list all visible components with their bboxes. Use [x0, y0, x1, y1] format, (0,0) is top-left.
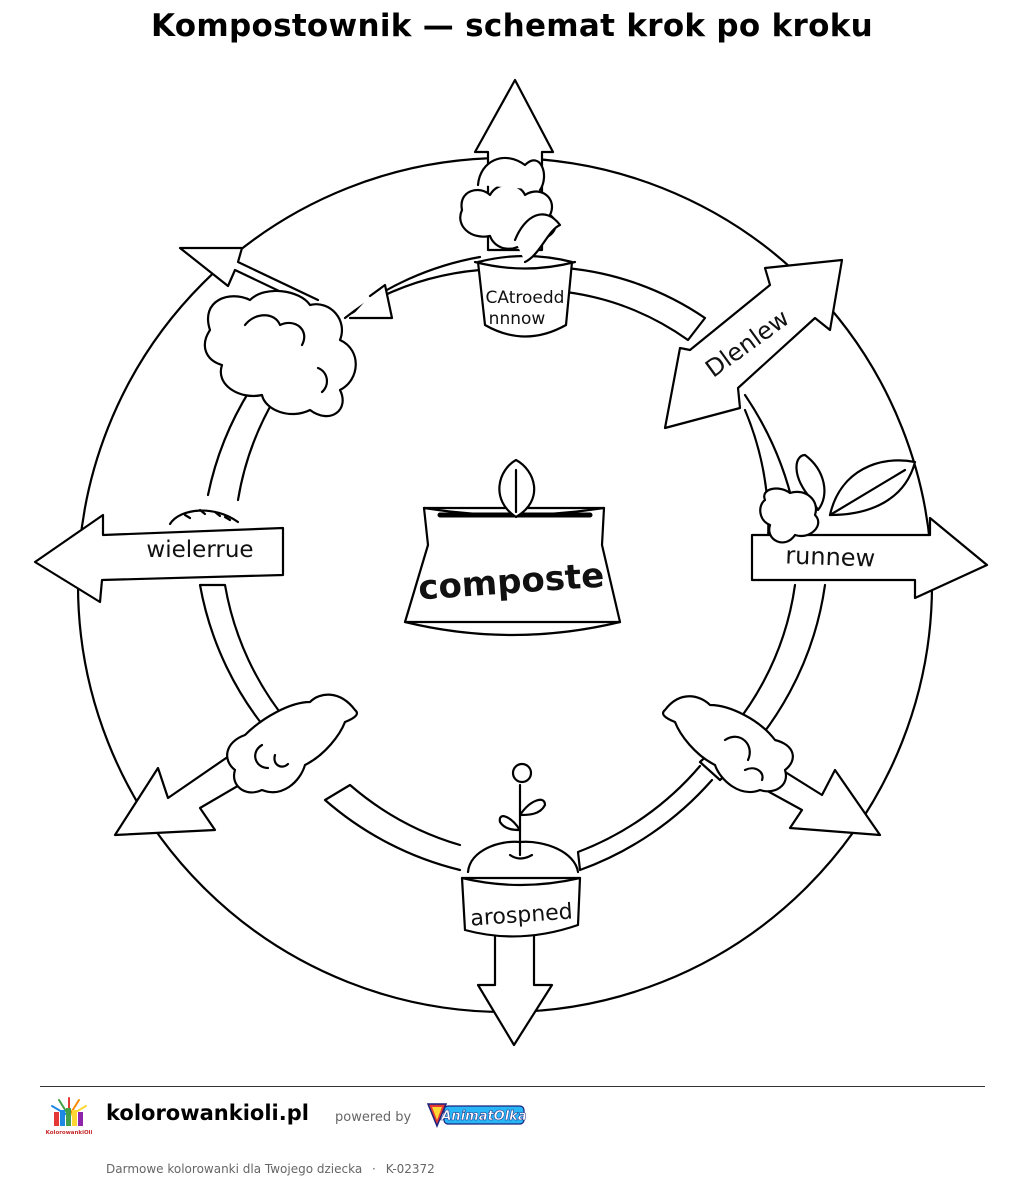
- step-pot-top: [459, 156, 577, 338]
- inner-ring-band: [198, 255, 827, 872]
- page-code: K-02372: [385, 1162, 435, 1176]
- arrow-left: [33, 513, 285, 604]
- arrow-upper-right: [663, 258, 844, 430]
- step-pot-bottom: [460, 762, 582, 938]
- step-soil-left: [168, 508, 240, 526]
- step-hand-lower-left: [226, 693, 359, 794]
- tagline-separator: ·: [372, 1162, 376, 1176]
- label-step-5: wielerrue: [146, 537, 253, 563]
- arrow-down: [476, 928, 554, 1047]
- label-step-1-line1: CAtroedd: [486, 288, 565, 308]
- animatolka-logo-icon[interactable]: AnimatOlka: [424, 1098, 526, 1132]
- site-name[interactable]: kolorowankioli.pl: [106, 1101, 309, 1125]
- flower-icon: [511, 762, 533, 784]
- arrow-upper-left: [178, 246, 320, 302]
- kolorowankioli-logo-icon[interactable]: KolorowankiOli: [46, 1094, 92, 1138]
- svg-text:AnimatOlka: AnimatOlka: [440, 1109, 526, 1124]
- tagline-text: Darmowe kolorowanki dla Twojego dziecka: [106, 1162, 363, 1176]
- step-hand-lower-right: [661, 695, 794, 793]
- footer-tagline: Darmowe kolorowanki dla Twojego dziecka …: [106, 1162, 435, 1176]
- page-title: Kompostownik — schemat krok po kroku: [151, 8, 873, 44]
- step-leaves-right: [759, 453, 917, 544]
- compost-bin-center: [403, 458, 622, 637]
- leaf-icon: [518, 798, 547, 817]
- step-cloud-upper-left: [203, 289, 357, 418]
- label-step-1-line2: nnnow: [489, 309, 546, 329]
- label-step-3: runnew: [785, 541, 876, 572]
- leaf-icon: [795, 453, 826, 512]
- footer-divider: [40, 1086, 985, 1087]
- powered-by-label: powered by: [335, 1110, 412, 1125]
- leaf-icon: [498, 815, 522, 832]
- arrow-lower-left: [113, 743, 267, 837]
- arrow-right: [750, 516, 989, 600]
- svg-text:KolorowankiOli: KolorowankiOli: [46, 1130, 92, 1136]
